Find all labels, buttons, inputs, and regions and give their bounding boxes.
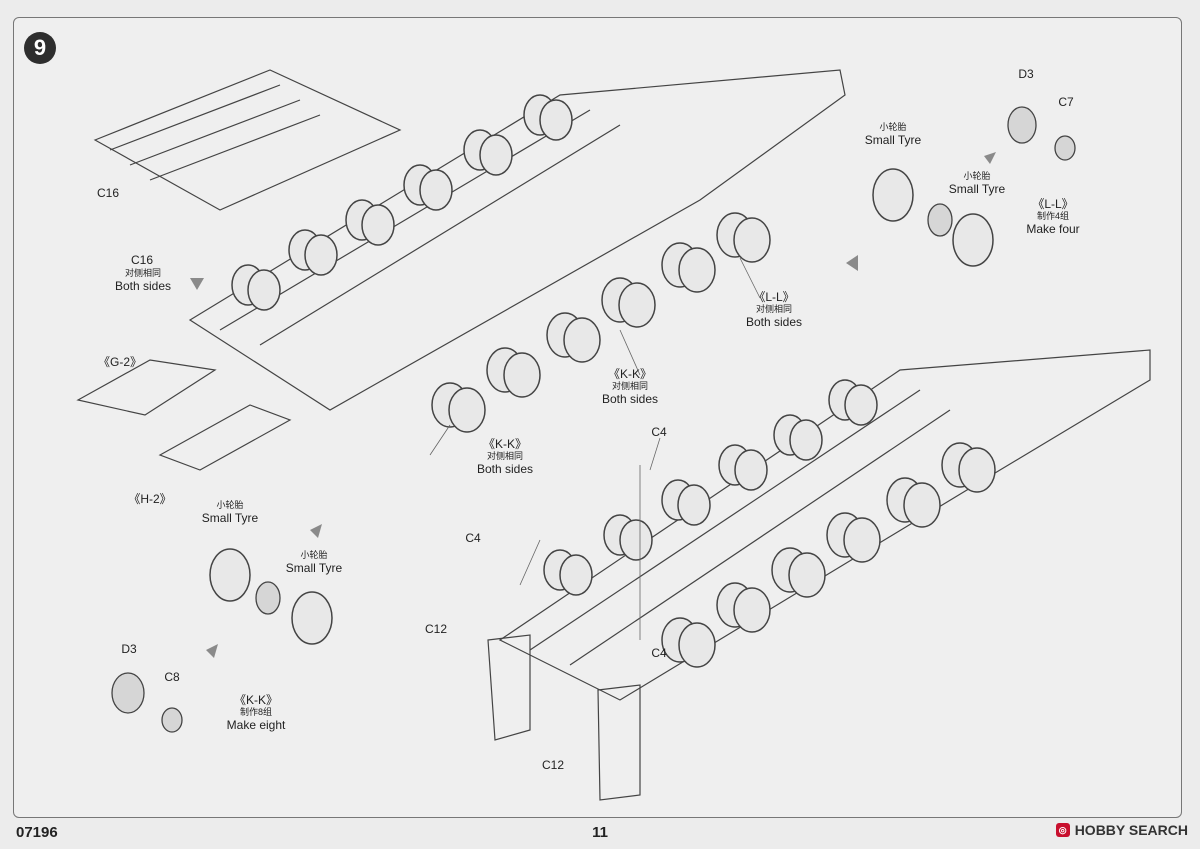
kk-sub-label: 《K-K》 [233,693,279,707]
part-label-h2: 《H-2》 [128,492,172,506]
ll-make-four-note: 《L-L》 制作4组 Make four [1026,197,1079,236]
part-label-c16-mid: C16 [130,253,154,267]
part-label-d3-bottom: D3 [121,642,137,656]
kk-2-label: 《K-K》 [607,367,653,381]
small-tyre-note-2: 小轮胎 Small Tyre [949,171,1005,196]
small-tyre-1-en: Small Tyre [864,133,922,147]
small-tyre-4-en: Small Tyre [285,561,343,575]
page-number: 11 [592,824,608,841]
page-frame [13,17,1182,818]
kk-1-label: 《K-K》 [482,437,528,451]
small-tyre-note-3: 小轮胎 Small Tyre [202,500,258,525]
small-tyre-note-1: 小轮胎 Small Tyre [865,122,921,147]
part-label-c12-bottom: C12 [541,758,565,772]
ll-sub-cn: 制作4组 [1036,211,1070,221]
part-label-c12-left: C12 [424,622,448,636]
kk-make-eight-note: 《K-K》 制作8组 Make eight [227,693,286,732]
small-tyre-3-cn: 小轮胎 [216,500,244,510]
part-label-c4-top: C4 [651,425,667,439]
ll-sub-label: 《L-L》 [1032,197,1074,211]
both-sides-cn: 对侧相同 [124,268,162,278]
small-tyre-3-en: Small Tyre [201,511,259,525]
part-label-c16-top: C16 [96,186,120,200]
step-number-badge: 9 [24,32,56,64]
small-tyre-2-cn: 小轮胎 [963,171,991,181]
ll-sub-en: Make four [1026,222,1080,236]
watermark: ◎ HOBBY SEARCH [1055,822,1188,838]
small-tyre-note-4: 小轮胎 Small Tyre [286,550,342,575]
product-code: 07196 [16,824,58,841]
part-label-g2: 《G-2》 [97,355,143,369]
kk-2-cn: 对侧相同 [611,381,649,391]
part-label-c4-right: C4 [651,646,667,660]
kk-note-2: 《K-K》 对侧相同 Both sides [602,367,658,406]
kk-sub-en: Make eight [226,718,286,732]
kk-sub-cn: 制作8组 [239,707,273,717]
kk-2-en: Both sides [601,392,659,406]
watermark-text: HOBBY SEARCH [1074,822,1188,838]
part-label-c8: C8 [164,670,180,684]
kk-1-en: Both sides [476,462,534,476]
kk-note-1: 《K-K》 对侧相同 Both sides [477,437,533,476]
hobby-search-logo-icon: ◎ [1055,823,1070,837]
part-label-c7: C7 [1058,95,1074,109]
small-tyre-4-cn: 小轮胎 [300,550,328,560]
part-label-d3-top: D3 [1018,67,1034,81]
ll-1-en: Both sides [745,315,803,329]
both-sides-en: Both sides [114,279,172,293]
ll-note-1: 《L-L》 对侧相同 Both sides [746,290,802,329]
ll-1-cn: 对侧相同 [755,304,793,314]
ll-1-label: 《L-L》 [753,290,795,304]
part-label-c4-left: C4 [465,531,481,545]
kk-1-cn: 对侧相同 [486,451,524,461]
both-sides-note-1: 对侧相同 Both sides [115,268,171,293]
small-tyre-1-cn: 小轮胎 [879,122,907,132]
small-tyre-2-en: Small Tyre [948,182,1006,196]
